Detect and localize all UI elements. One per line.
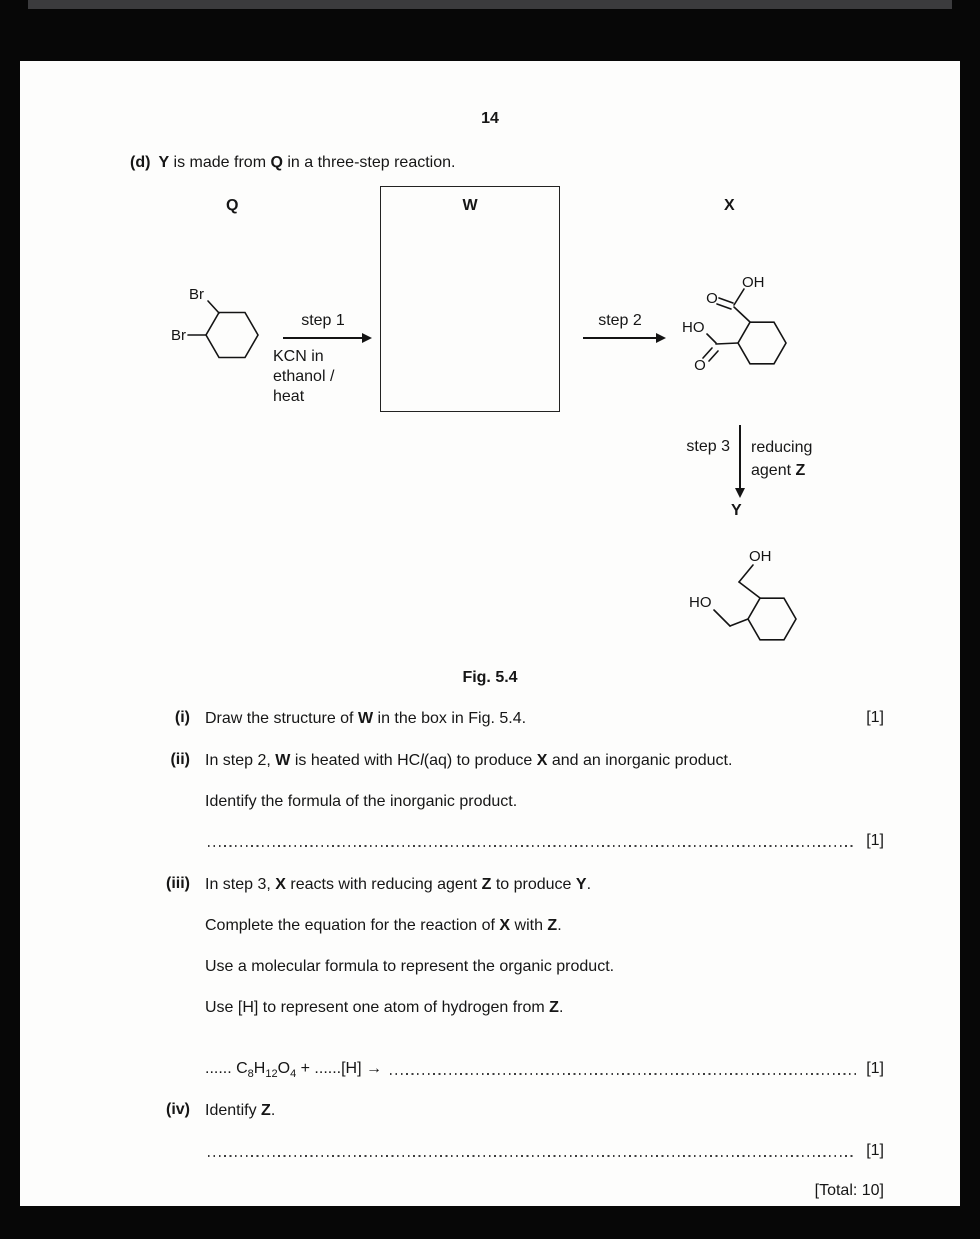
bond-line: [729, 618, 749, 627]
step1-label: step 1: [301, 312, 345, 329]
question-d-text: Y is made from Q in a three-step reactio…: [158, 154, 456, 171]
structure-x-drawing: OH O HO O: [682, 274, 787, 374]
question-iii-text-line3: Use a molecular formula to represent the…: [205, 958, 615, 975]
step1-condition-line: heat: [273, 388, 305, 405]
bond-line: [733, 288, 745, 306]
question-ii-text-line2: Identify the formula of the inorganic pr…: [205, 793, 518, 810]
step3-reagent-line1: reducing: [751, 439, 813, 456]
total-marks: [Total: 10]: [814, 1182, 884, 1199]
question-d-intro: (d) Y is made from Q in a three-step rea…: [130, 154, 455, 172]
atom-label-o: O: [694, 357, 706, 374]
answer-dotted-line-iv[interactable]: [208, 1155, 857, 1157]
question-i-label: (i): [174, 709, 190, 726]
step3-reagent-line2: agent Z: [751, 462, 806, 479]
structure-y-drawing: OH HO: [689, 548, 797, 641]
question-ii-label: (ii): [170, 751, 190, 768]
compound-label-y: Y: [731, 502, 742, 519]
question-d-label: (d): [130, 154, 151, 171]
compound-label-x: X: [724, 197, 735, 214]
double-bond-line: [702, 347, 713, 359]
question-iv-text: Identify Z.: [205, 1102, 276, 1119]
step3-label: step 3: [686, 438, 730, 455]
step1-condition-line: KCN in: [273, 348, 324, 365]
step1-condition-line: ethanol /: [273, 368, 335, 385]
double-bond-line: [716, 303, 732, 310]
answer-box-w[interactable]: [380, 186, 560, 412]
compound-label-w: W: [462, 197, 478, 214]
window-chrome-strip: [28, 0, 952, 9]
atom-label-oh: OH: [742, 274, 765, 291]
atom-label-br-top: Br: [189, 286, 204, 303]
atom-label-br-left: Br: [171, 327, 186, 344]
step3-arrow-icon: [735, 425, 744, 498]
bond-line: [738, 564, 754, 583]
bond-line: [738, 581, 761, 599]
figure-caption: Fig. 5.4: [462, 669, 518, 686]
atom-label-oh: OH: [749, 548, 772, 565]
question-i-text: Draw the structure of W in the box in Fi…: [205, 710, 527, 727]
atom-label-ho: HO: [682, 319, 705, 336]
exam-page: 14 (d) Y is made from Q in a three-step …: [20, 61, 960, 1206]
step2-arrow-icon: [583, 333, 666, 342]
step1-arrow-icon: [283, 333, 372, 342]
compound-label-q: Q: [226, 197, 239, 214]
double-bond-line: [718, 297, 734, 304]
question-ii-mark: [1]: [866, 832, 884, 849]
equation-text[interactable]: ...... C8H12O4 + ......[H] →: [205, 1060, 382, 1081]
structure-q-drawing: Br Br: [171, 286, 259, 359]
question-iv-label: (iv): [166, 1101, 190, 1118]
cyclohexane-ring: [747, 597, 797, 641]
question-iv-mark: [1]: [866, 1142, 884, 1159]
bond-line: [713, 609, 731, 627]
double-bond-line: [708, 350, 719, 362]
bond-line: [715, 342, 739, 345]
bond-line: [706, 333, 717, 344]
bond-line: [207, 300, 220, 314]
cyclohexane-ring: [737, 321, 787, 365]
page-number: 14: [481, 110, 499, 127]
cyclohexane-ring: [205, 311, 259, 359]
equation-row: ...... C8H12O4 + ......[H] → [1]: [205, 1056, 884, 1081]
question-iii-text-line4: Use [H] to represent one atom of hydroge…: [205, 999, 564, 1016]
answer-row-ii: [1]: [208, 830, 884, 850]
question-iii-mark: [1]: [866, 1060, 884, 1077]
bond-line: [733, 306, 751, 323]
step3-reagent: reducing agent Z: [751, 436, 812, 482]
atom-label-ho: HO: [689, 594, 712, 611]
atom-label-o: O: [706, 290, 718, 307]
question-ii-text-line1: In step 2, W is heated with HCl(aq) to p…: [205, 752, 733, 769]
question-iii-label: (iii): [166, 875, 190, 892]
question-iii-text-line1: In step 3, X reacts with reducing agent …: [205, 876, 592, 893]
answer-dotted-line-iii[interactable]: [389, 1073, 859, 1075]
step2-label: step 2: [598, 312, 642, 329]
answer-dotted-line-ii[interactable]: [208, 845, 857, 847]
question-i-mark: [1]: [866, 709, 884, 726]
step1-conditions: KCN in ethanol / heat: [273, 347, 334, 407]
question-iii-text-line2: Complete the equation for the reaction o…: [205, 917, 562, 934]
answer-row-iv: [1]: [208, 1140, 884, 1160]
